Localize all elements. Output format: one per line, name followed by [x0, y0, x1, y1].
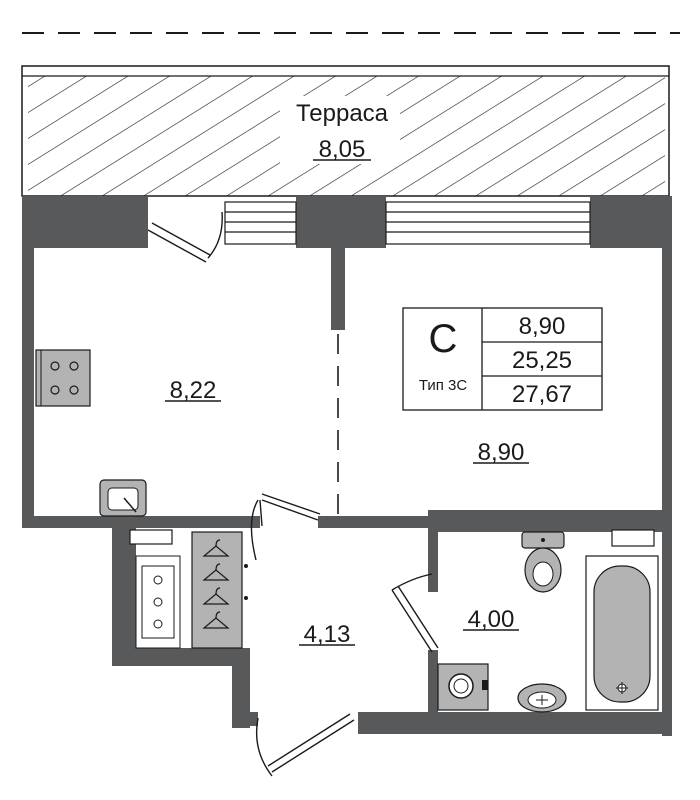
apartment-legend: С Тип 3С 8,90 25,25 27,67	[402, 307, 603, 411]
storage-niche	[135, 555, 181, 649]
doors	[147, 211, 439, 777]
terrace-label-bg	[280, 96, 400, 164]
legend-living-area: 8,90	[519, 313, 566, 340]
toilet-icon	[521, 531, 565, 593]
stove-icon	[35, 349, 91, 407]
kitchen-sink-icon	[99, 479, 147, 517]
terrace-name: Терраса	[296, 100, 389, 127]
terrace: Терраса 8,05	[21, 65, 670, 197]
terrace-area: 8,05	[319, 136, 366, 163]
washing-machine-icon	[437, 663, 489, 711]
vent-bath	[611, 529, 655, 547]
bath-area: 4,00	[468, 606, 515, 633]
hall-area: 4,13	[304, 621, 351, 648]
legend-area-with-terrace: 27,67	[512, 381, 572, 408]
window-right	[385, 201, 591, 245]
window-frames	[129, 201, 655, 547]
vent-hall	[129, 529, 173, 545]
legend-total-area: 25,25	[512, 347, 572, 374]
bath-sink-icon	[517, 683, 567, 713]
legend-letter: С	[429, 317, 458, 361]
bathtub-icon	[585, 555, 659, 711]
window-center	[224, 201, 297, 245]
walls	[22, 196, 672, 736]
wardrobe-icon	[191, 531, 248, 649]
room-labels: 8,22 8,90 4,13 4,00	[165, 377, 529, 648]
living-area: 8,90	[478, 439, 525, 466]
kitchen-area: 8,22	[170, 377, 217, 404]
legend-type: Тип 3С	[419, 377, 468, 394]
